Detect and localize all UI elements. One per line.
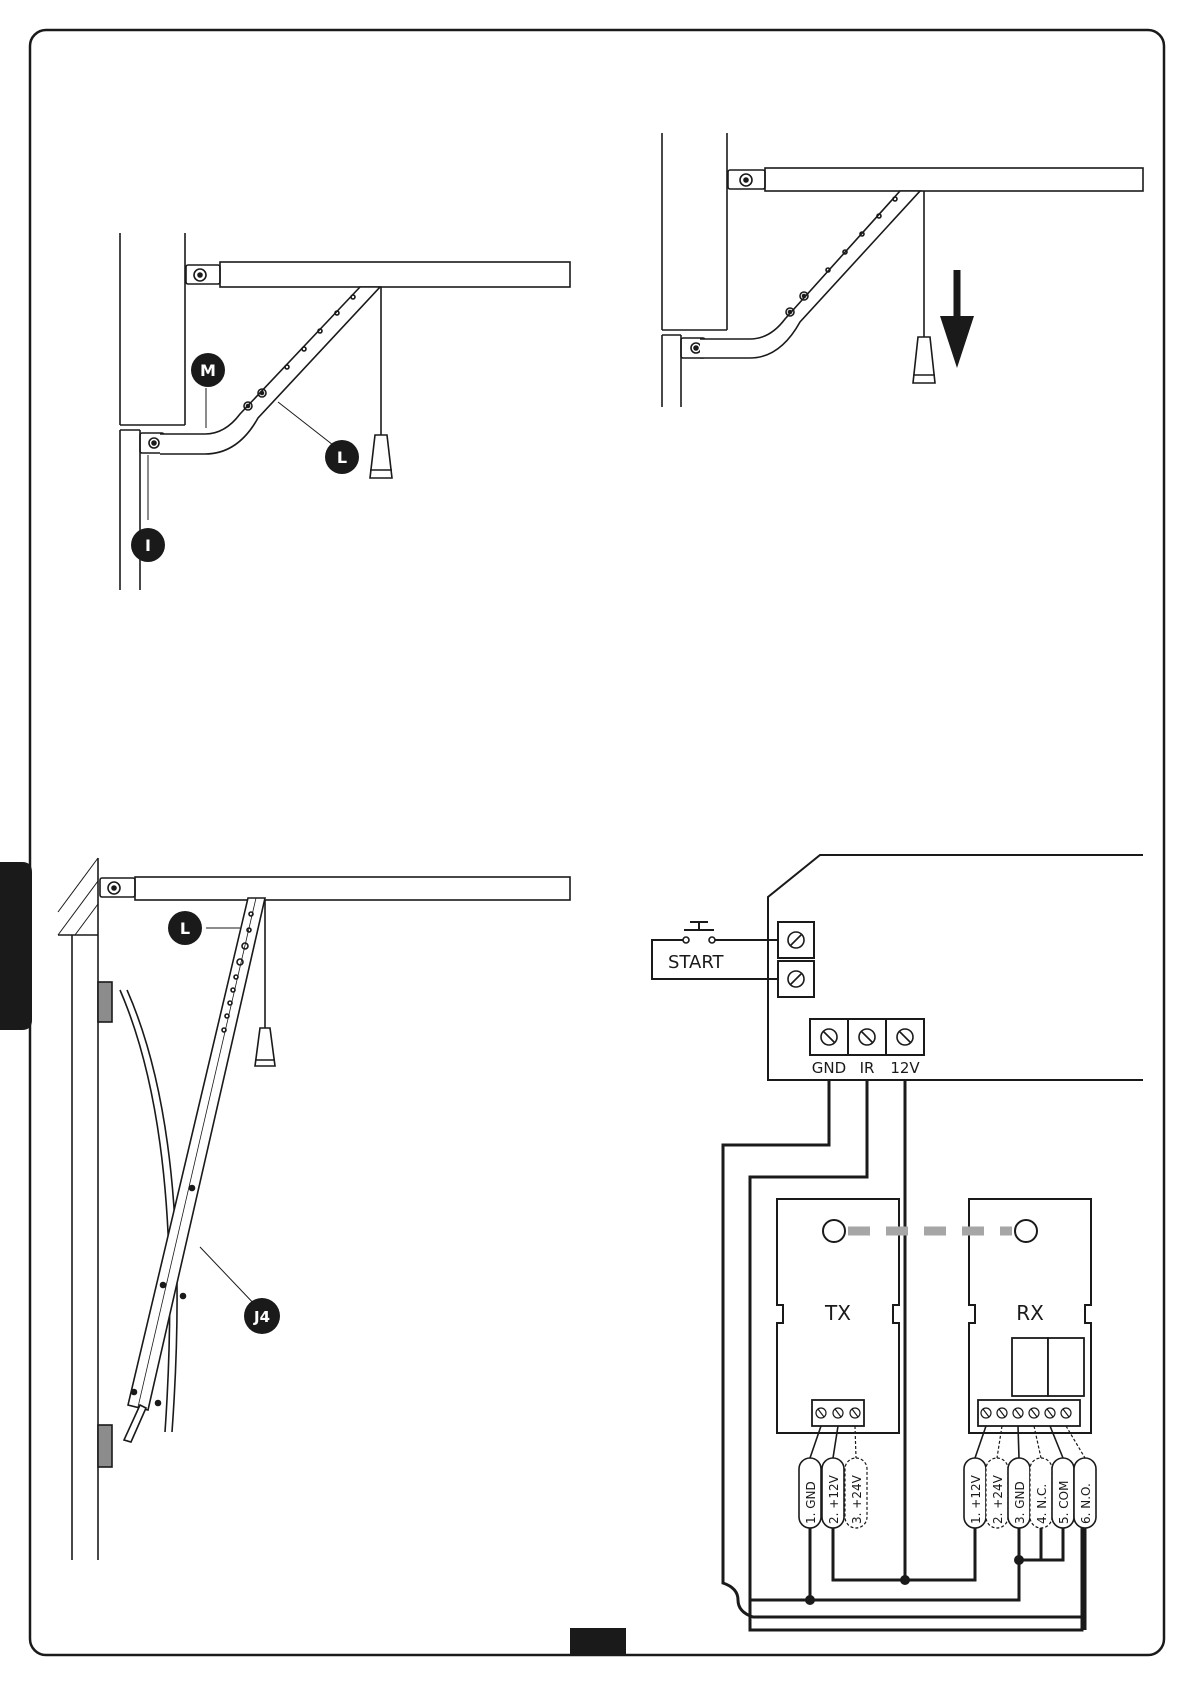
callout-m: M: [191, 353, 225, 387]
rx-tag-2: 2. +24V: [991, 1474, 1005, 1524]
terminal-label-12v: 12V: [890, 1059, 920, 1077]
callout-i: I: [131, 528, 165, 562]
callout-l-bottom: L: [168, 911, 202, 945]
rx-tag-4: 4. N.C.: [1035, 1484, 1049, 1524]
callout-j4: J4: [244, 1298, 280, 1334]
rx-tag-3: 3. GND: [1013, 1481, 1027, 1524]
tx-tag-3: 3. +24V: [850, 1474, 864, 1524]
terminal-label-ir: IR: [860, 1059, 875, 1077]
tx-tag-1: 1. GND: [804, 1481, 818, 1524]
rx-label: RX: [1016, 1301, 1044, 1325]
side-tab: [0, 862, 32, 1030]
rx-tag-1: 1. +12V: [969, 1474, 983, 1524]
rx-tag-6: 6. N.O.: [1079, 1483, 1093, 1524]
callout-j4-label: J4: [253, 1308, 270, 1326]
down-arrow-icon: [940, 270, 974, 368]
terminal-label-gnd: GND: [812, 1059, 846, 1077]
page-number-box: [570, 1628, 626, 1655]
tx-label: TX: [824, 1301, 851, 1325]
callout-m-label: M: [200, 361, 216, 380]
callout-l-label: L: [337, 448, 347, 467]
tx-tag-2: 2. +12V: [827, 1474, 841, 1524]
callout-i-label: I: [145, 536, 151, 555]
figure-bottom-left: [58, 858, 570, 1560]
figure-top-left: [120, 233, 570, 590]
start-label: START: [668, 952, 725, 973]
callout-l: L: [325, 440, 359, 474]
callout-l-bottom-label: L: [180, 919, 190, 938]
rx-tag-5: 5. COM: [1057, 1481, 1071, 1524]
figure-top-right: [662, 133, 1143, 407]
